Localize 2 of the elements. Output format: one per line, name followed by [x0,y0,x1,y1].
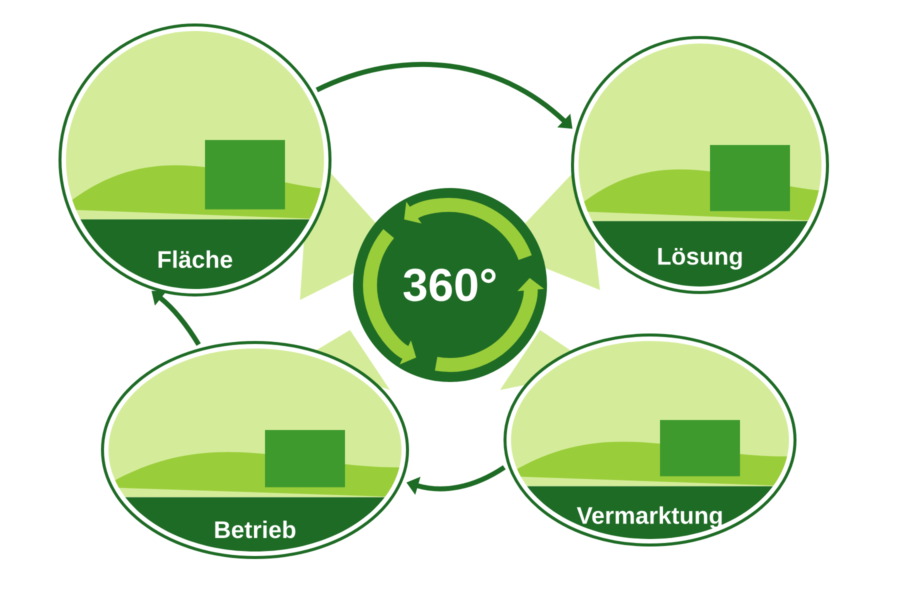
arrow [316,62,572,129]
arrow [152,290,201,346]
